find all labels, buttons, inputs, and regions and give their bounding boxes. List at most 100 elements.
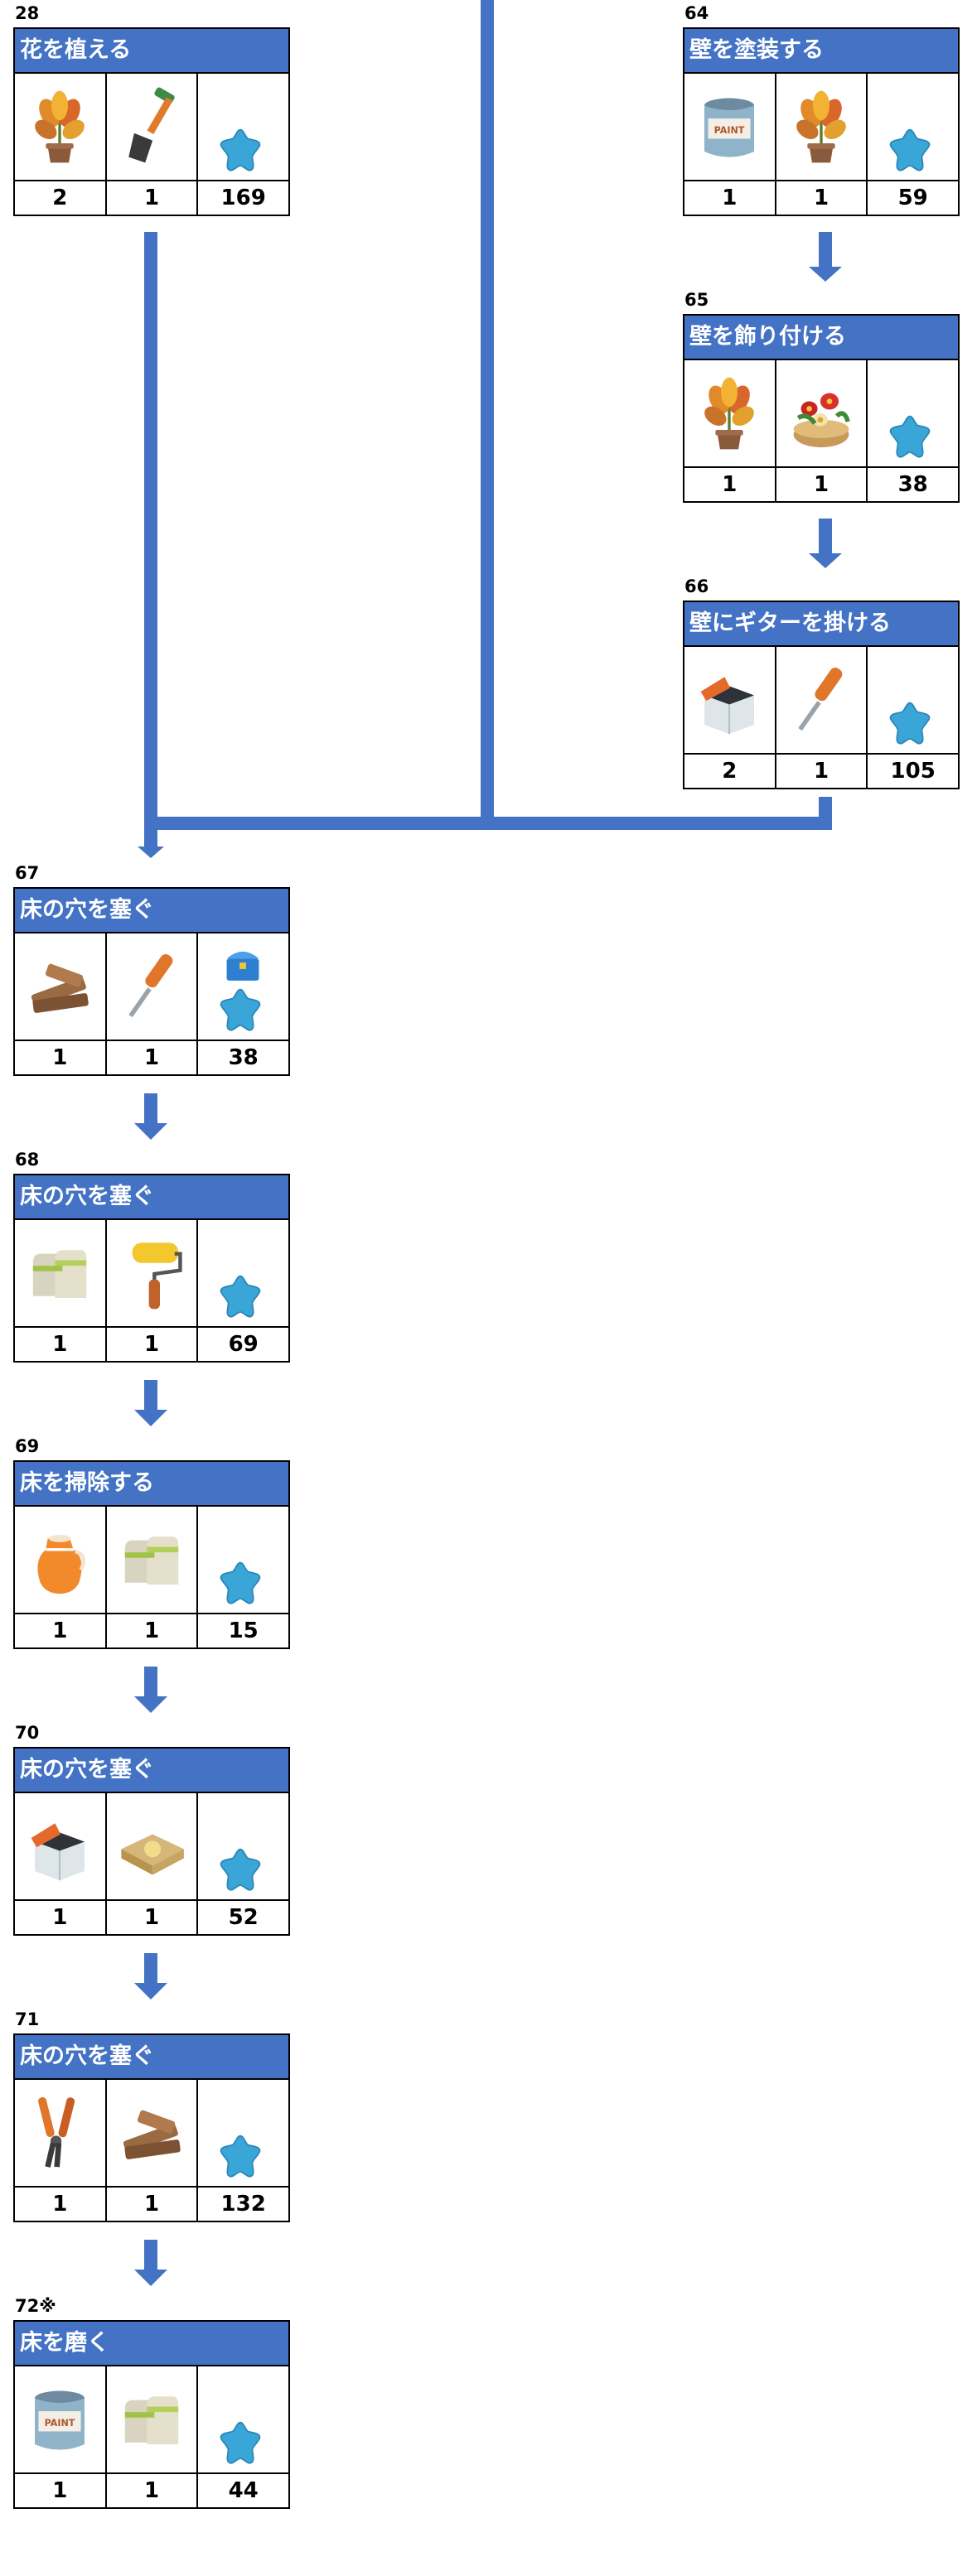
connector-65-66 — [819, 519, 832, 555]
potted-plant-icon — [704, 377, 755, 450]
item-cell — [106, 2366, 199, 2474]
item-count: 1 — [106, 1901, 199, 1936]
task-number: 70 — [15, 1723, 40, 1743]
star-icon — [889, 128, 931, 171]
task-title: 壁を飾り付ける — [683, 314, 960, 360]
reward-value: 169 — [198, 181, 290, 216]
arrow-into-67 — [138, 847, 164, 858]
paint-roller-icon — [132, 1242, 182, 1310]
arrow-65-66 — [809, 553, 842, 568]
item-count: 2 — [15, 181, 107, 216]
item-cell — [15, 74, 107, 181]
reward-cell — [868, 360, 960, 468]
item-cell — [106, 1220, 199, 1328]
nails-box-icon — [31, 1823, 85, 1881]
arrow-70-71 — [134, 1983, 167, 2000]
connector-70-71 — [144, 1953, 157, 1986]
reward-cell — [198, 1793, 290, 1901]
task-title: 壁を塗装する — [683, 27, 960, 74]
item-cell — [15, 1220, 107, 1328]
item-count: 1 — [776, 468, 868, 503]
item-cell — [106, 74, 199, 181]
item-count: 1 — [684, 181, 776, 216]
wood-planks-icon — [31, 963, 89, 1013]
connector-into-67 — [144, 817, 157, 850]
task-title: 花を植える — [13, 27, 290, 74]
svg-text:PAINT: PAINT — [714, 125, 745, 136]
item-count: 1 — [106, 1041, 199, 1076]
reward-value: 59 — [868, 181, 960, 216]
reward-cell — [198, 1220, 290, 1328]
task-title: 床の穴を塞ぐ — [13, 2033, 290, 2080]
gloves-icon — [33, 1250, 87, 1298]
wood-planks-icon — [123, 2110, 181, 2159]
connector-28-down — [144, 232, 157, 822]
reward-value: 38 — [198, 1041, 290, 1076]
item-cell — [684, 647, 776, 755]
star-icon — [220, 128, 261, 171]
item-count: 1 — [684, 468, 776, 503]
item-cell — [684, 360, 776, 468]
item-count: 1 — [106, 2474, 199, 2509]
reward-value: 15 — [198, 1614, 290, 1649]
sandpaper-icon — [121, 1834, 184, 1875]
jug-icon — [37, 1535, 86, 1594]
arrow-67-68 — [134, 1123, 167, 1140]
task-title: 床の穴を塞ぐ — [13, 887, 290, 933]
star-icon — [220, 2421, 261, 2464]
item-cell — [15, 933, 107, 1041]
screwdriver-icon — [128, 954, 173, 1018]
item-cell — [106, 1793, 199, 1901]
task-number: 28 — [15, 3, 40, 23]
svg-text:PAINT: PAINT — [45, 2418, 75, 2429]
task-title: 床の穴を塞ぐ — [13, 1174, 290, 1220]
item-cell — [15, 1507, 107, 1614]
item-count: 1 — [15, 1901, 107, 1936]
item-cell — [776, 647, 868, 755]
reward-cell — [868, 647, 960, 755]
star-icon — [220, 1848, 261, 1891]
chest-icon — [226, 951, 259, 981]
item-count: 1 — [15, 1328, 107, 1363]
star-icon — [889, 415, 931, 458]
reward-cell — [868, 74, 960, 181]
paint-bucket-icon: PAINT — [35, 2390, 85, 2450]
reward-cell — [198, 1507, 290, 1614]
star-icon — [220, 1561, 261, 1604]
connector-top-line — [481, 0, 494, 828]
task-number: 64 — [684, 3, 709, 23]
item-cell: PAINT — [15, 2366, 107, 2474]
item-cell — [15, 1793, 107, 1901]
paint-bucket-icon: PAINT — [704, 98, 755, 157]
arrow-71-72 — [134, 2270, 167, 2286]
item-count: 1 — [106, 1328, 199, 1363]
item-count: 1 — [776, 755, 868, 789]
arrow-68-69 — [134, 1410, 167, 1426]
pliers-icon — [38, 2096, 75, 2168]
item-count: 1 — [106, 2188, 199, 2222]
item-count: 1 — [106, 1614, 199, 1649]
connector-68-69 — [144, 1380, 157, 1413]
flower-basket-icon — [793, 393, 850, 448]
potted-plant-icon — [796, 90, 846, 163]
item-cell — [106, 2080, 199, 2188]
gloves-icon — [124, 2396, 179, 2444]
item-cell — [106, 933, 199, 1041]
task-number: 69 — [15, 1436, 40, 1456]
